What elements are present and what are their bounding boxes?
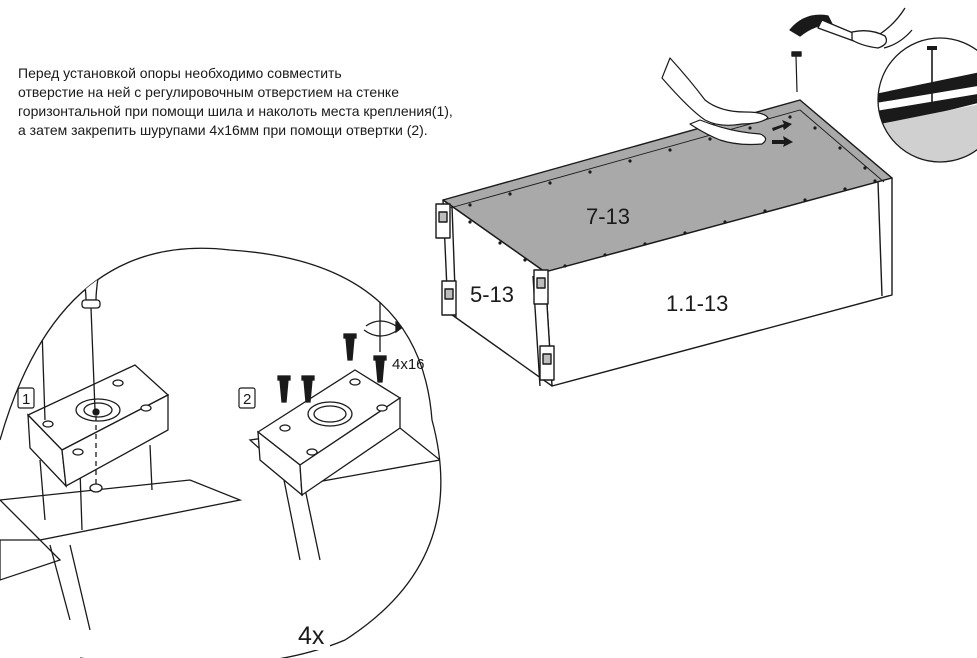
hammer-icon	[789, 7, 913, 49]
screw-icon	[277, 333, 387, 403]
beam-left	[0, 444, 243, 631]
step-label-1: 1	[22, 391, 30, 408]
end-panel	[442, 199, 553, 387]
instruction-text: Перед установкой опоры необходимо совмес…	[18, 64, 618, 140]
nail-zoom-detail	[877, 37, 977, 163]
screwdriver-icon	[363, 248, 406, 352]
step-marker-1: 1	[17, 387, 35, 409]
screw-size-label: 4x16	[392, 356, 425, 373]
instruction-line-2: отверстие на ней с регулировочным отверс…	[18, 84, 399, 100]
step-label-2: 2	[243, 391, 251, 408]
cabinet-illustration	[435, 7, 913, 387]
instruction-line-1: Перед установкой опоры необходимо совмес…	[18, 65, 342, 81]
support-block-step1	[26, 364, 170, 493]
step-marker-2: 2	[238, 387, 256, 409]
support-block-step2	[256, 369, 402, 497]
instruction-line-4: а затем закрепить шурупами 4x16мм при по…	[18, 122, 428, 138]
hands-pressing-icon	[661, 57, 769, 146]
support-feet	[435, 203, 555, 381]
quantity-label: 4x	[298, 622, 325, 650]
instruction-line-3: горизонтальной при помощи шила и наколот…	[18, 103, 453, 119]
label-top-panel: 7-13	[586, 204, 630, 229]
label-end-panel: 5-13	[470, 282, 514, 307]
nail-icon	[791, 51, 802, 93]
push-arrows-icon	[772, 120, 793, 147]
nail-points	[468, 115, 877, 268]
label-front-panel: 1.1-13	[666, 291, 728, 316]
